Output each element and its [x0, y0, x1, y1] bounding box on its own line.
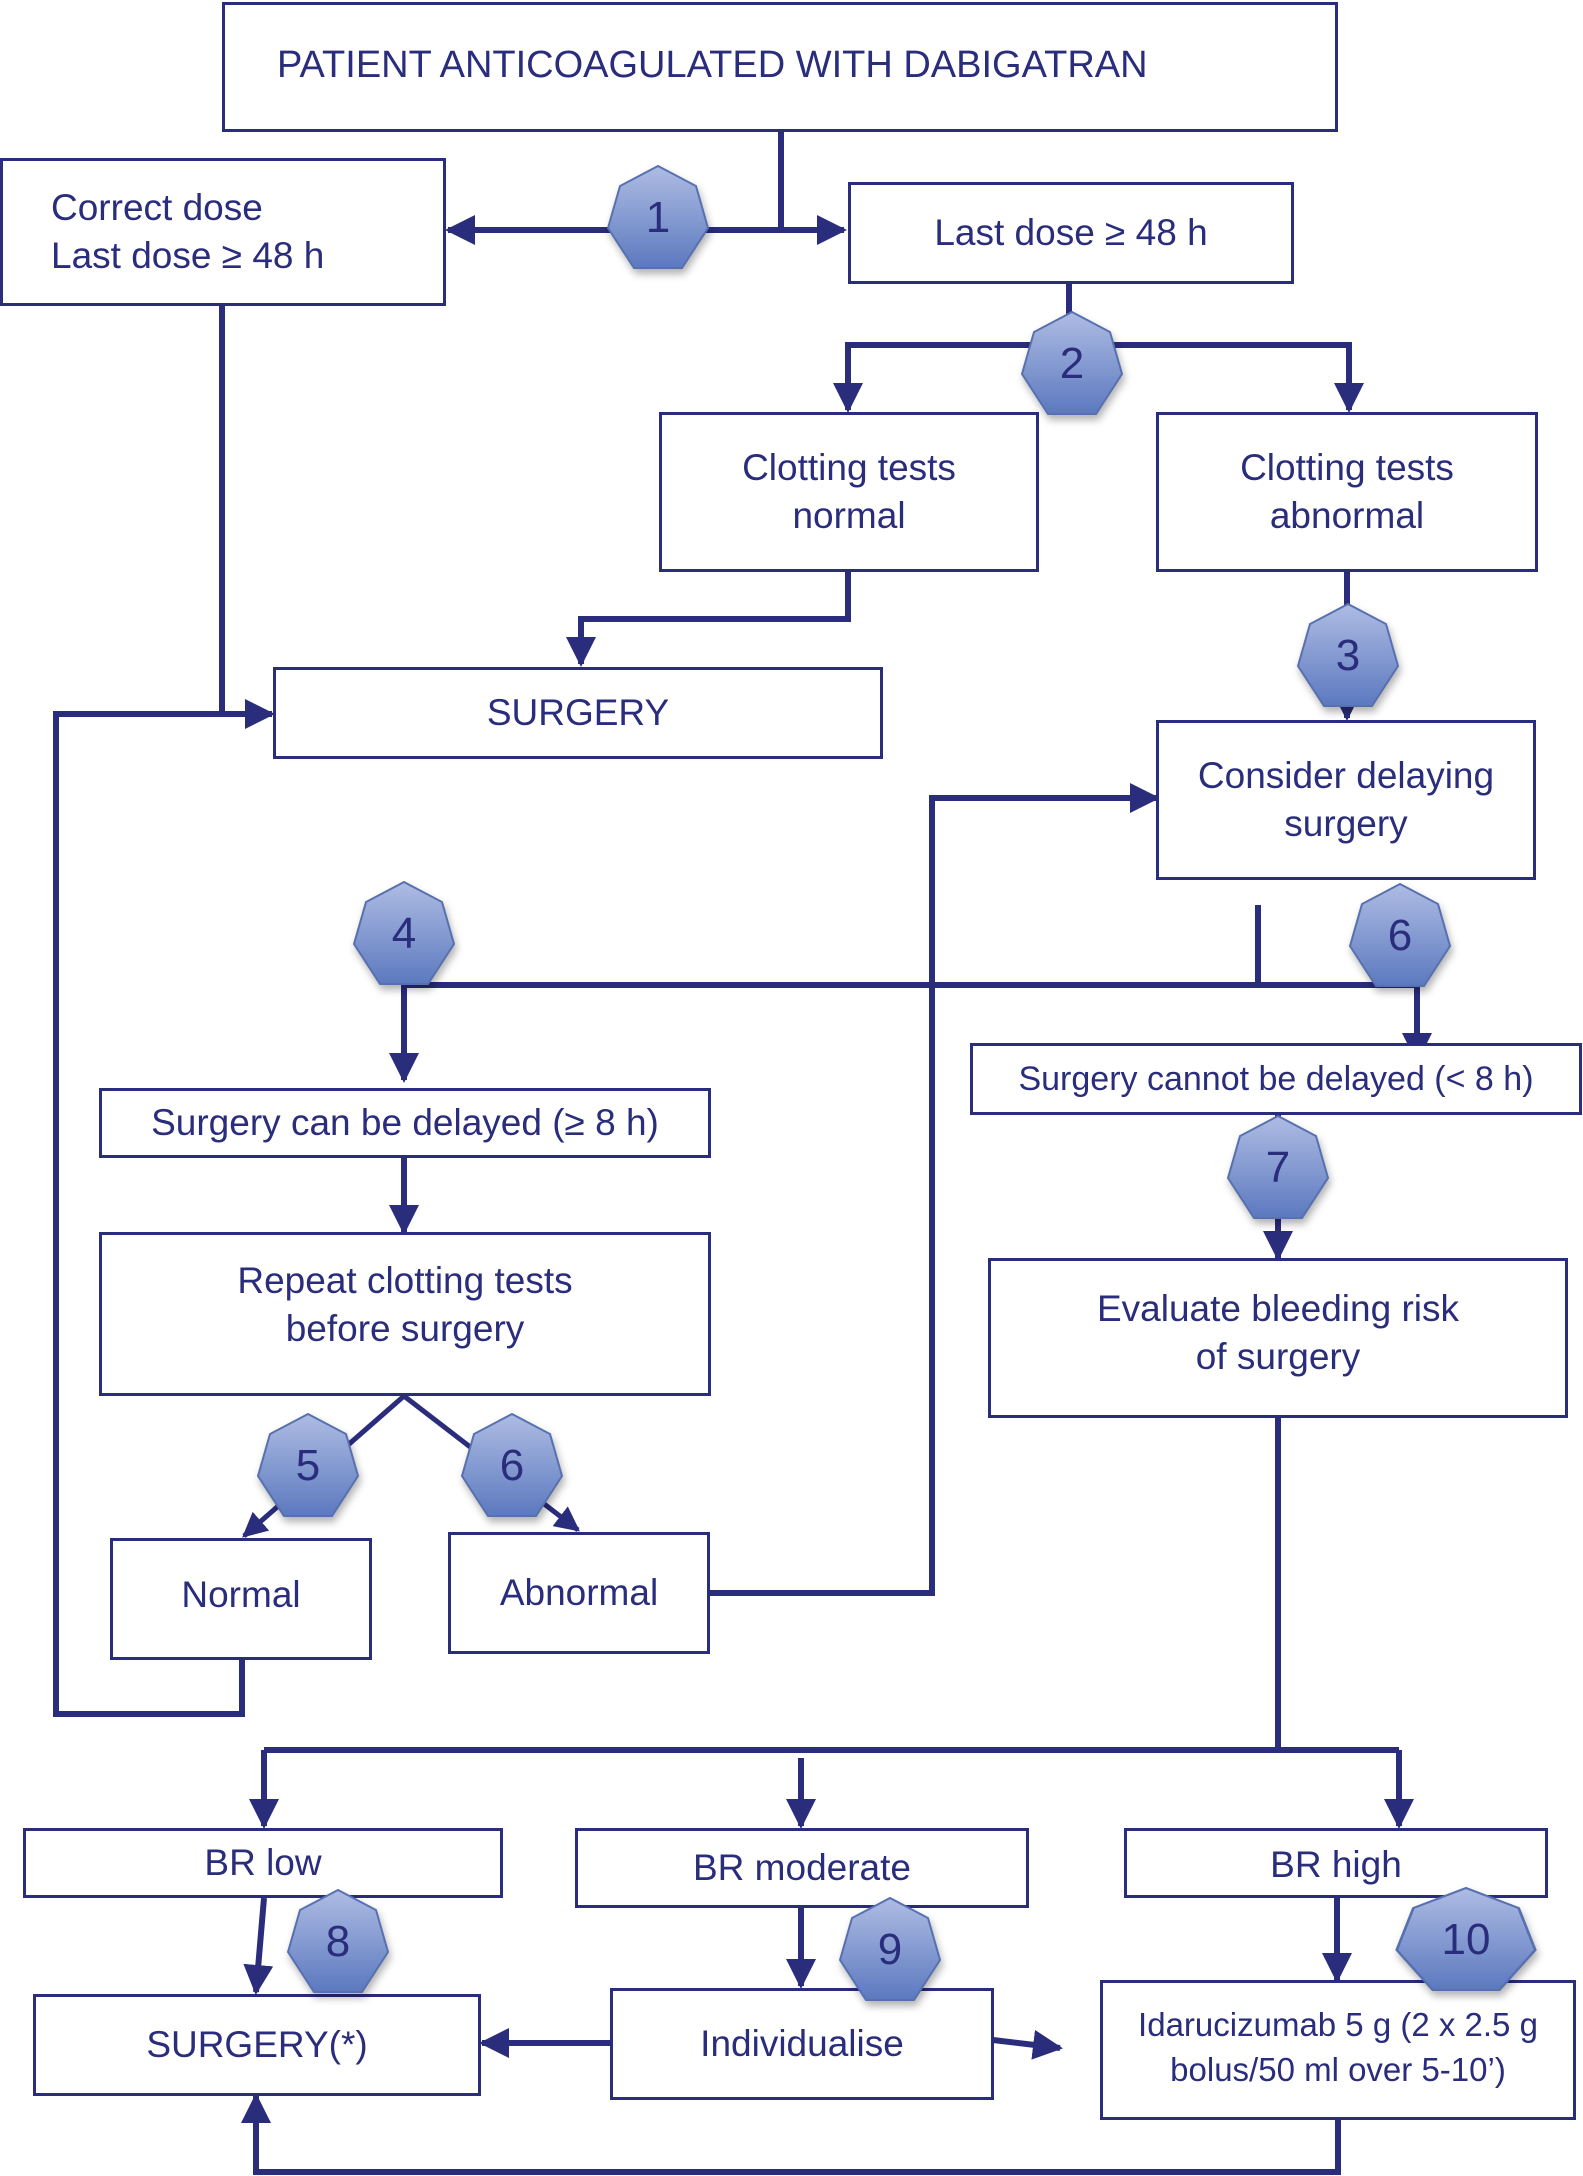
heptagon-icon — [606, 164, 710, 269]
evaluate-risk-text: Evaluate bleeding risk of surgery — [1097, 1288, 1459, 1378]
normal-box: Normal — [110, 1538, 372, 1660]
step-badge-8: 8 — [286, 1888, 390, 1996]
step-badge-1: 1 — [606, 164, 710, 272]
heptagon-icon — [352, 880, 456, 985]
surgery-star-box: SURGERY(*) — [33, 1994, 481, 2096]
heptagon-icon — [256, 1412, 360, 1517]
step-number: 1 — [645, 193, 671, 242]
heptagon-icon — [1020, 310, 1124, 415]
step-number: 8 — [325, 1917, 351, 1966]
cannot-be-delayed-box: Surgery cannot be delayed (< 8 h) — [970, 1043, 1582, 1115]
arrow-normal-loop-to-surgery — [53, 699, 275, 1717]
step-badge-9: 9 — [838, 1896, 942, 2004]
consider-delaying-box: Consider delaying surgery — [1156, 720, 1536, 880]
arrow-abnormal-loop-to-consider — [710, 783, 1160, 1596]
repeat-tests-text: Repeat clotting tests before surgery — [237, 1260, 573, 1350]
consider-delaying-text: Consider delaying surgery — [1197, 754, 1495, 844]
br-moderate-text: BR moderate — [693, 1846, 911, 1888]
step-badge-5: 5 — [256, 1412, 360, 1520]
abnormal-box: Abnormal — [448, 1532, 710, 1654]
arrow-to-clotting-normal — [833, 342, 1069, 413]
surgery-text: SURGERY — [486, 691, 670, 733]
br-high-box: BR high — [1124, 1828, 1548, 1898]
clotting-normal-box: Clotting tests normal — [659, 412, 1039, 572]
abnormal-text: Abnormal — [499, 1571, 659, 1613]
step-number: 10 — [1441, 1915, 1491, 1964]
heptagon-icon — [286, 1888, 390, 1993]
individualise-box: Individualise — [610, 1988, 994, 2100]
clotting-abnormal-text: Clotting tests abnormal — [1240, 446, 1454, 536]
step-number: 4 — [391, 909, 417, 958]
arrow-normal-to-surgery — [566, 572, 851, 667]
evaluate-risk-box: Evaluate bleeding risk of surgery — [988, 1258, 1568, 1418]
individualise-text: Individualise — [700, 2022, 904, 2064]
step-number: 3 — [1335, 631, 1361, 680]
can-be-delayed-box: Surgery can be delayed (≥ 8 h) — [99, 1088, 711, 1158]
normal-text: Normal — [181, 1574, 301, 1615]
step-badge-7: 7 — [1226, 1114, 1330, 1222]
last-dose-box: Last dose ≥ 48 h — [848, 182, 1294, 284]
clotting-abnormal-box: Clotting tests abnormal — [1156, 412, 1538, 572]
idarucizumab-text: Idarucizumab 5 g (2 x 2.5 g bolus/50 ml … — [1138, 2006, 1538, 2088]
heptagon-icon — [1395, 1886, 1537, 1991]
last-dose-text: Last dose ≥ 48 h — [934, 211, 1208, 253]
arrow-idarucizumab-to-surgery — [241, 2093, 1341, 2175]
step-number: 5 — [295, 1441, 321, 1490]
arrow-individualise-to-idarucizumab — [992, 2029, 1063, 2060]
idarucizumab-box: Idarucizumab 5 g (2 x 2.5 g bolus/50 ml … — [1100, 1980, 1576, 2120]
step-badge-6a: 6 — [460, 1412, 564, 1520]
step-number: 7 — [1265, 1143, 1291, 1192]
surgery-box: SURGERY — [273, 667, 883, 759]
can-be-delayed-text: Surgery can be delayed (≥ 8 h) — [151, 1101, 659, 1143]
step-badge-2: 2 — [1020, 310, 1124, 418]
heptagon-icon — [460, 1412, 564, 1517]
title-text: PATIENT ANTICOAGULATED WITH DABIGATRAN — [277, 44, 1148, 86]
step-badge-6b: 6 — [1348, 882, 1452, 990]
step-badge-10: 10 — [1394, 1886, 1538, 1994]
br-high-text: BR high — [1270, 1843, 1402, 1885]
heptagon-icon — [1296, 602, 1400, 707]
clotting-normal-text: Clotting tests normal — [742, 446, 956, 536]
heptagon-icon — [838, 1896, 942, 2001]
arrow-to-clotting-abnormal — [1069, 342, 1364, 413]
title-box: PATIENT ANTICOAGULATED WITH DABIGATRAN — [222, 2, 1338, 132]
correct-dose-text: Correct dose Last dose ≥ 48 h — [51, 186, 325, 276]
heptagon-icon — [1226, 1114, 1330, 1219]
correct-dose-box: Correct dose Last dose ≥ 48 h — [0, 158, 446, 306]
br-low-box: BR low — [23, 1828, 503, 1898]
surgery-star-text: SURGERY(*) — [146, 2023, 368, 2065]
br-low-text: BR low — [204, 1842, 322, 1883]
br-moderate-box: BR moderate — [575, 1828, 1029, 1908]
step-badge-4: 4 — [352, 880, 456, 988]
step-number: 2 — [1059, 339, 1085, 388]
step-number: 9 — [877, 1925, 903, 1974]
repeat-tests-box: Repeat clotting tests before surgery — [99, 1232, 711, 1396]
step-number: 6 — [499, 1441, 525, 1490]
step-badge-3: 3 — [1296, 602, 1400, 710]
heptagon-icon — [1348, 882, 1452, 987]
arrow-br-low-to-surgery — [243, 1897, 274, 1995]
cannot-be-delayed-text: Surgery cannot be delayed (< 8 h) — [1018, 1059, 1534, 1098]
step-number: 6 — [1387, 911, 1413, 960]
